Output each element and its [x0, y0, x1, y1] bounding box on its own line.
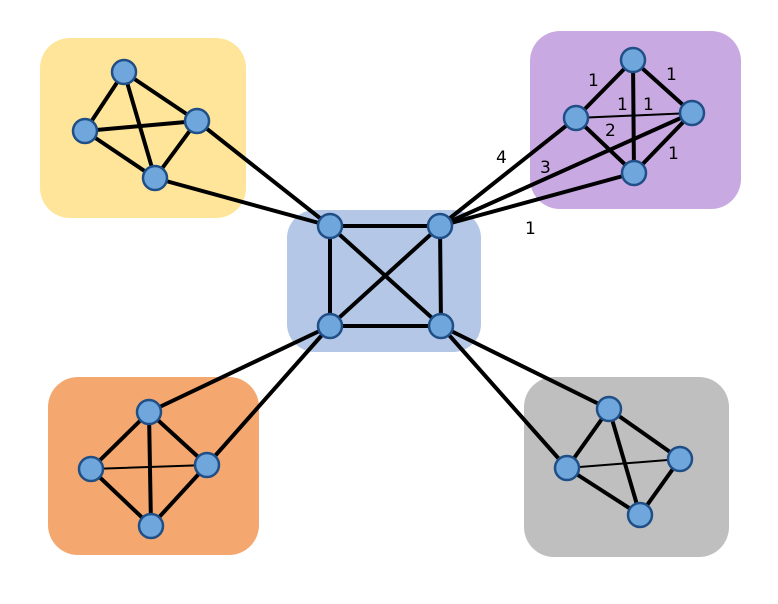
- edge-br-top-to-br-bottom: [607, 407, 642, 517]
- edge-label-layer: 1 1 1 1 2 1 4 3 1: [496, 65, 679, 239]
- edge-c-br-to-br-top: [439, 324, 611, 411]
- edge-tl-top-to-tl-right: [122, 70, 199, 123]
- node-bl-top[interactable]: [135, 398, 163, 426]
- node-tr-left[interactable]: [562, 104, 590, 132]
- edge-label-tr-left-bottom: 2: [605, 121, 616, 141]
- node-br-left[interactable]: [553, 454, 581, 482]
- edge-bl-right-to-bl-bottom: [149, 463, 209, 528]
- edge-tr-right-to-c-tr: [438, 111, 694, 228]
- edge-tr-bottom-to-c-tr: [438, 171, 636, 228]
- edge-c-tr-to-c-bl: [328, 224, 442, 328]
- edge-bl-left-to-bl-bottom: [89, 467, 153, 528]
- edge-label-tr-top-right: 1: [666, 65, 677, 85]
- edge-tl-left-to-tl-right: [83, 119, 199, 133]
- edge-tr-left-to-tr-right: [575, 112, 693, 119]
- node-c-bl[interactable]: [316, 312, 344, 340]
- edge-c-bl-to-bl-right: [205, 324, 332, 467]
- node-bl-bottom[interactable]: [137, 512, 165, 540]
- node-tr-right[interactable]: [678, 99, 706, 127]
- edge-tr-left-to-c-tr: [438, 116, 578, 228]
- edge-tr-right-to-tr-bottom: [632, 111, 694, 175]
- edge-bl-top-to-bl-bottom: [147, 410, 153, 528]
- edge-br-top-to-br-right: [607, 407, 682, 461]
- edge-label-tr-top-bottom: 1: [617, 95, 628, 115]
- edge-br-left-to-br-bottom: [565, 466, 642, 517]
- edge-label-tr-left-right: 1: [643, 95, 654, 115]
- node-tl-left[interactable]: [71, 117, 99, 145]
- edge-br-left-to-br-right: [566, 458, 681, 469]
- node-tr-bottom[interactable]: [620, 159, 648, 187]
- node-tl-right[interactable]: [183, 107, 211, 135]
- edge-label-tr-bottom-center: 1: [525, 219, 536, 239]
- edge-tl-right-to-c-tl: [195, 119, 332, 228]
- edge-tl-left-to-tl-bottom: [83, 129, 157, 180]
- node-tl-top[interactable]: [110, 58, 138, 86]
- node-c-br[interactable]: [427, 312, 455, 340]
- edge-label-tr-top-left: 1: [588, 71, 599, 91]
- node-br-right[interactable]: [666, 445, 694, 473]
- edge-c-br-to-br-left: [439, 324, 569, 470]
- edge-tl-bottom-to-c-tl: [153, 176, 332, 228]
- edge-tr-left-to-tr-bottom: [574, 116, 636, 175]
- node-br-top[interactable]: [595, 395, 623, 423]
- node-layer: [71, 46, 706, 540]
- edge-bl-left-to-bl-right: [90, 464, 208, 470]
- cluster-top-left: [40, 38, 246, 218]
- node-br-bottom[interactable]: [626, 501, 654, 529]
- edge-layer: [83, 58, 694, 528]
- edge-label-tr-right-center: 3: [540, 158, 551, 178]
- edge-tr-top-to-tr-left: [574, 58, 635, 120]
- node-tl-bottom[interactable]: [141, 164, 169, 192]
- node-c-tl[interactable]: [316, 212, 344, 240]
- edge-c-bl-to-bl-top: [147, 324, 332, 414]
- node-c-tr[interactable]: [426, 212, 454, 240]
- edge-c-tr-to-c-br: [438, 224, 443, 328]
- edge-bl-top-to-bl-left: [89, 410, 151, 471]
- node-tr-top[interactable]: [619, 46, 647, 74]
- node-bl-right[interactable]: [193, 451, 221, 479]
- node-bl-left[interactable]: [77, 455, 105, 483]
- edge-label-tr-right-bottom: 1: [668, 144, 679, 164]
- edge-label-tr-left-center: 4: [496, 148, 507, 168]
